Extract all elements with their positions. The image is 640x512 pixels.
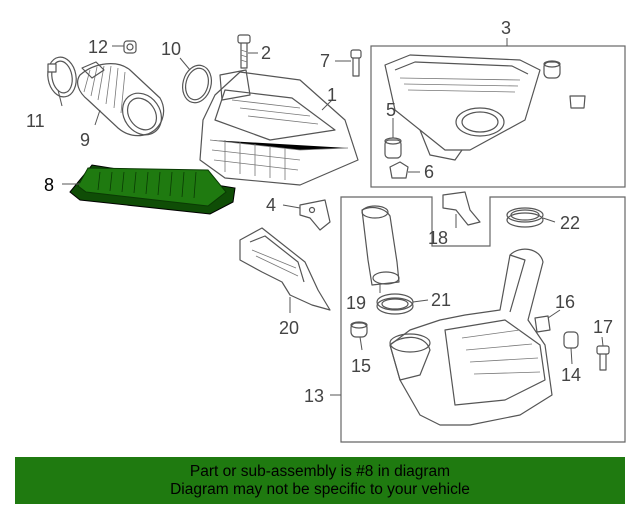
callout-22: 22	[560, 213, 580, 233]
callout-10: 10	[161, 39, 181, 59]
callout-9: 9	[80, 130, 90, 150]
callout-18: 18	[428, 228, 448, 248]
part-15-grommet	[350, 321, 368, 338]
part-12-clip	[123, 40, 137, 54]
part-18-bracket	[442, 191, 481, 226]
part-17-bolt	[596, 345, 610, 371]
part-6-nut	[389, 161, 409, 179]
banner-line-2: Diagram may not be specific to your vehi…	[170, 480, 470, 498]
part-2-bolt	[237, 34, 251, 69]
part-grommet-top-right	[543, 60, 561, 79]
part-20-resonator	[239, 227, 331, 311]
callout-17: 17	[593, 317, 613, 337]
callout-21: 21	[431, 290, 451, 310]
callout-8: 8	[44, 175, 54, 195]
filter-media	[77, 167, 227, 207]
callout-16: 16	[555, 292, 575, 312]
part-16-grommet	[534, 315, 551, 333]
callout-14: 14	[561, 365, 581, 385]
part-4-bracket	[299, 199, 331, 231]
part-14-grommet	[563, 331, 579, 349]
part-grommet-right	[569, 95, 586, 109]
part-notice-banner: Part or sub-assembly is #8 in diagram Di…	[15, 457, 625, 504]
part-22-clamp	[506, 207, 544, 228]
callout-5: 5	[386, 100, 396, 120]
group-box-air-cleaner-case	[370, 45, 626, 188]
callout-2: 2	[261, 43, 271, 63]
callout-1: 1	[327, 85, 337, 105]
part-8-air-filter	[69, 164, 236, 215]
banner-background	[15, 457, 625, 504]
callout-19: 19	[346, 293, 366, 313]
part-21-clamp	[376, 293, 414, 315]
banner-line-1: Part or sub-assembly is #8 in diagram	[189, 462, 451, 480]
part-10-o-ring	[182, 64, 212, 104]
callout-20: 20	[279, 318, 299, 338]
callout-3: 3	[501, 18, 511, 38]
leader-lines	[57, 38, 604, 396]
part-9-intake-tube	[77, 61, 165, 137]
callout-15: 15	[351, 356, 371, 376]
part-13-intake-resonator	[389, 248, 553, 426]
callout-11: 11	[26, 111, 45, 131]
part-7-bolt	[350, 49, 362, 77]
part-19-duct	[361, 205, 400, 286]
part-3-air-cleaner-case	[384, 54, 541, 161]
part-1-air-cleaner-cover	[199, 69, 359, 186]
callout-7: 7	[320, 51, 330, 71]
callout-4: 4	[266, 195, 276, 215]
callout-12: 12	[88, 37, 108, 57]
group-box-intake-duct	[340, 196, 626, 443]
part-11-clamp	[47, 56, 77, 98]
part-5-grommet	[384, 137, 402, 159]
callout-6: 6	[424, 162, 434, 182]
callout-13: 13	[304, 386, 324, 406]
